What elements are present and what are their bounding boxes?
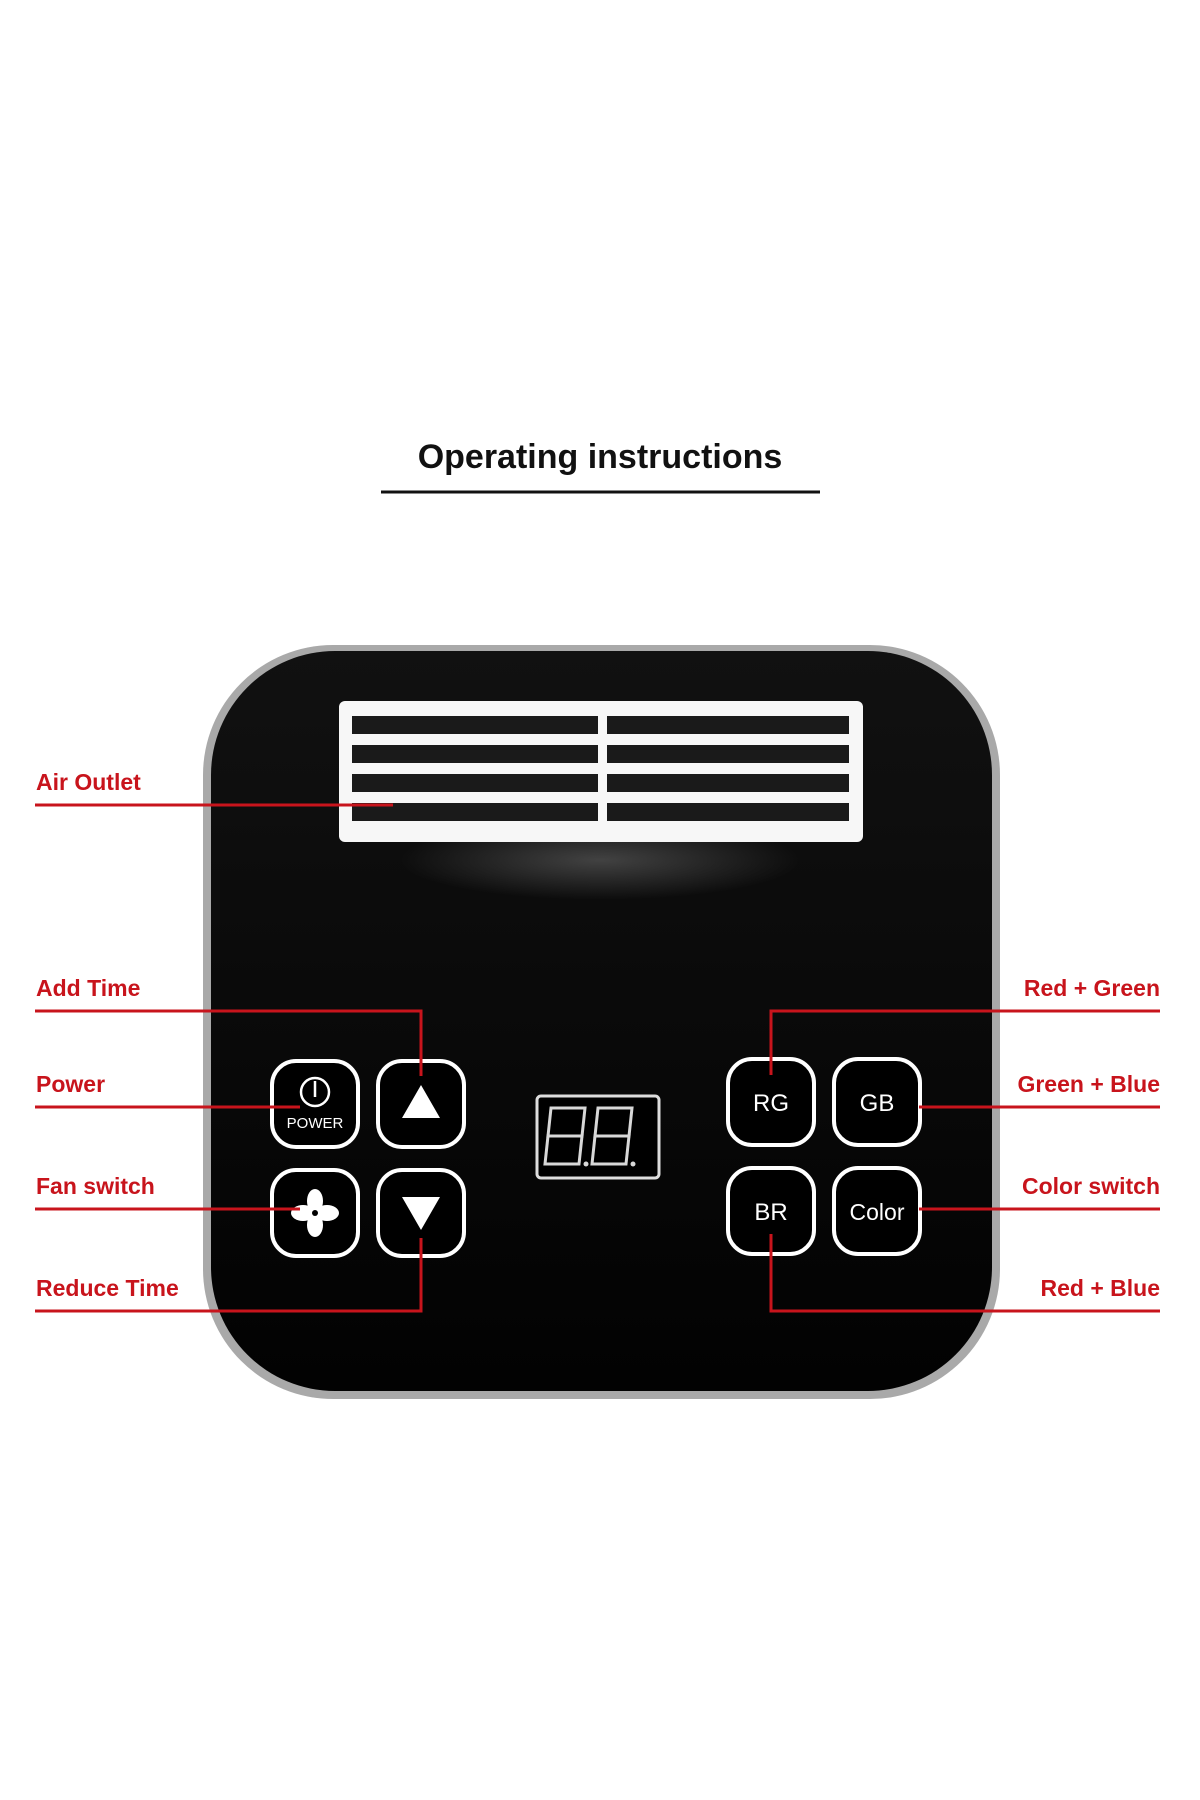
gb-button[interactable]: GB: [832, 1057, 922, 1147]
timer-display: [535, 1094, 661, 1180]
rg-button-label: RG: [753, 1090, 789, 1117]
air-outlet-label: Air Outlet: [36, 769, 141, 795]
triangle-up-icon: [402, 1085, 440, 1118]
green-blue-label: Green + Blue: [1017, 1071, 1160, 1097]
reduce-time-button[interactable]: [376, 1168, 466, 1258]
red-blue-label: Red + Blue: [1040, 1275, 1160, 1301]
add-time-leader: [35, 1009, 423, 1076]
color-button[interactable]: Color: [832, 1166, 922, 1256]
callout-lines: [35, 803, 1160, 1313]
power-icon: [299, 1076, 331, 1108]
reduce-time-label: Reduce Time: [36, 1275, 179, 1301]
red-green-leader: [769, 1009, 1160, 1075]
red-blue-leader: [769, 1234, 1160, 1313]
power-button[interactable]: POWER: [270, 1059, 360, 1149]
triangle-down-icon: [402, 1197, 440, 1230]
reduce-time-leader: [35, 1238, 423, 1313]
page-title: Operating instructions: [418, 438, 783, 476]
br-button-label: BR: [754, 1199, 787, 1226]
power-label: Power: [36, 1071, 105, 1097]
air-outlet-vent: [339, 701, 863, 842]
fan-switch-button[interactable]: [270, 1168, 360, 1258]
color-button-label: Color: [850, 1199, 905, 1225]
power-button-label: POWER: [287, 1115, 344, 1132]
fan-switch-label: Fan switch: [36, 1173, 155, 1199]
gb-button-label: GB: [860, 1090, 895, 1117]
add-time-button[interactable]: [376, 1059, 466, 1149]
red-green-label: Red + Green: [1024, 975, 1160, 1001]
color-switch-label: Color switch: [1022, 1173, 1160, 1199]
fan-icon: [291, 1189, 339, 1237]
add-time-label: Add Time: [36, 975, 140, 1001]
